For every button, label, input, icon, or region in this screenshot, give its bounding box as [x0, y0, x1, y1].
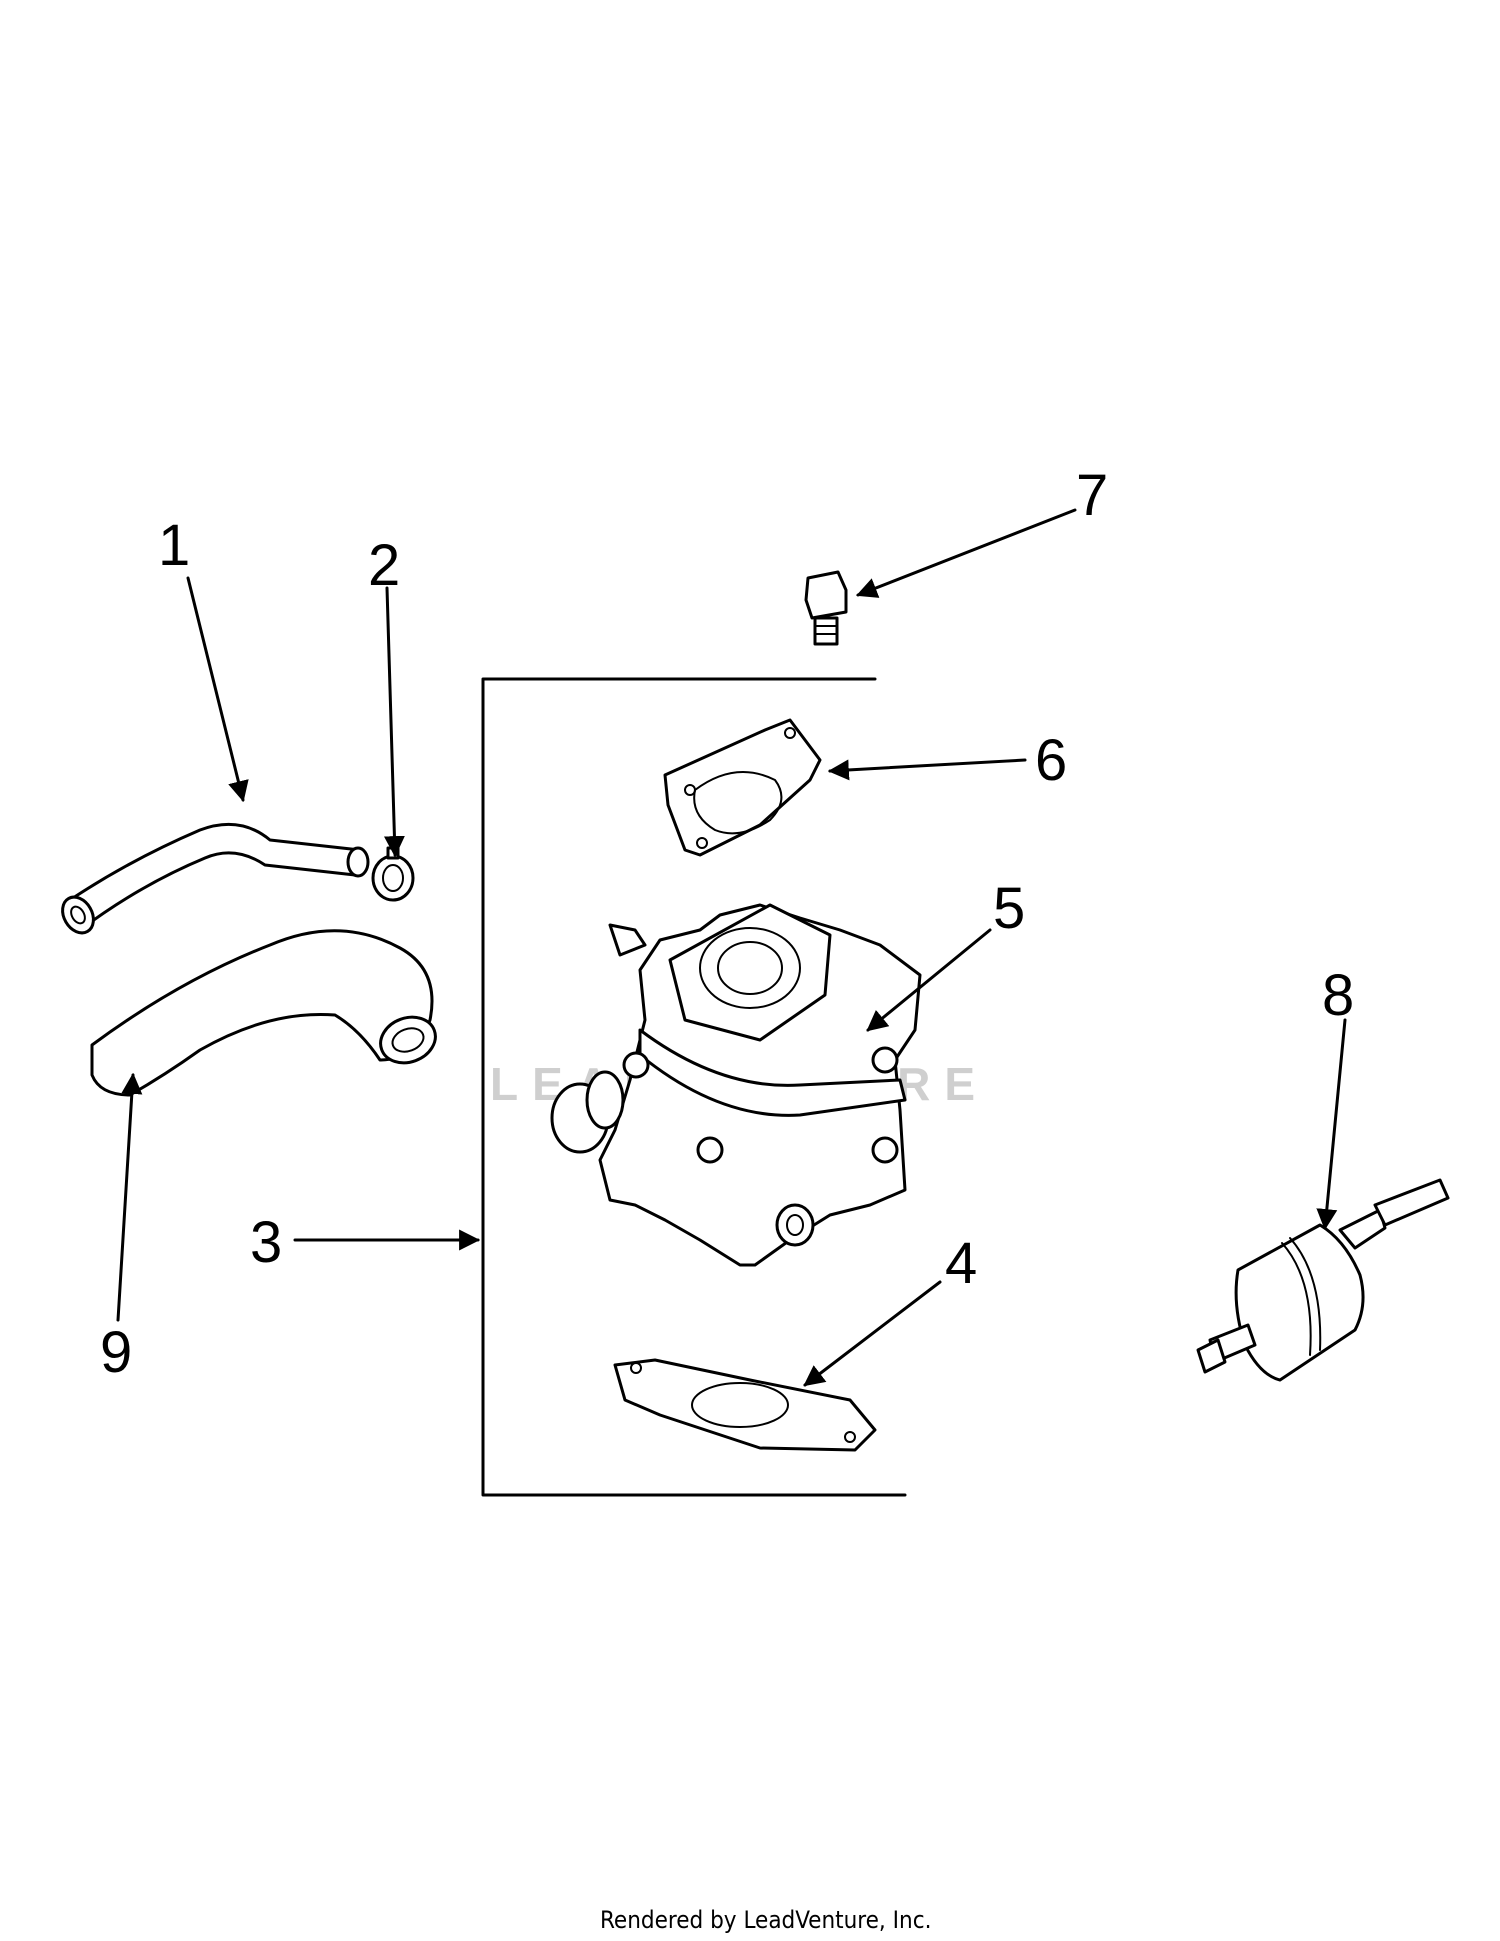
callout-labels: 1 2 3 4 5 6 7 8 9 [100, 463, 1354, 1385]
callout-9[interactable]: 9 [100, 1320, 132, 1385]
screw[interactable] [804, 570, 848, 646]
leader-8 [1316, 1018, 1347, 1231]
leader-lines [116, 508, 1347, 1387]
callout-4[interactable]: 4 [945, 1231, 977, 1296]
leader-2 [383, 586, 405, 858]
hose-clamp[interactable] [371, 846, 415, 902]
bottom-gasket[interactable] [613, 1358, 877, 1452]
leader-9 [116, 1072, 143, 1322]
callout-8[interactable]: 8 [1322, 963, 1354, 1028]
top-gasket[interactable] [663, 718, 822, 857]
callout-1[interactable]: 1 [158, 513, 190, 578]
fuel-filter[interactable] [1196, 1178, 1450, 1382]
callout-3[interactable]: 3 [250, 1210, 282, 1275]
leader-6 [827, 758, 1027, 781]
callout-5[interactable]: 5 [993, 876, 1025, 941]
leader-5 [866, 928, 992, 1032]
footer-credit: Rendered by LeadVenture, Inc. [600, 1906, 931, 1934]
callout-2[interactable]: 2 [368, 533, 400, 598]
callout-7[interactable]: 7 [1076, 463, 1108, 528]
leader-4 [803, 1280, 942, 1387]
assembly-bracket [481, 677, 907, 1497]
fuel-hose-small[interactable] [56, 822, 370, 938]
carburetor[interactable] [550, 903, 922, 1267]
leader-7 [856, 508, 1077, 598]
callout-6[interactable]: 6 [1035, 728, 1067, 793]
fuel-hose-large[interactable] [90, 929, 442, 1097]
leader-1 [186, 576, 249, 803]
